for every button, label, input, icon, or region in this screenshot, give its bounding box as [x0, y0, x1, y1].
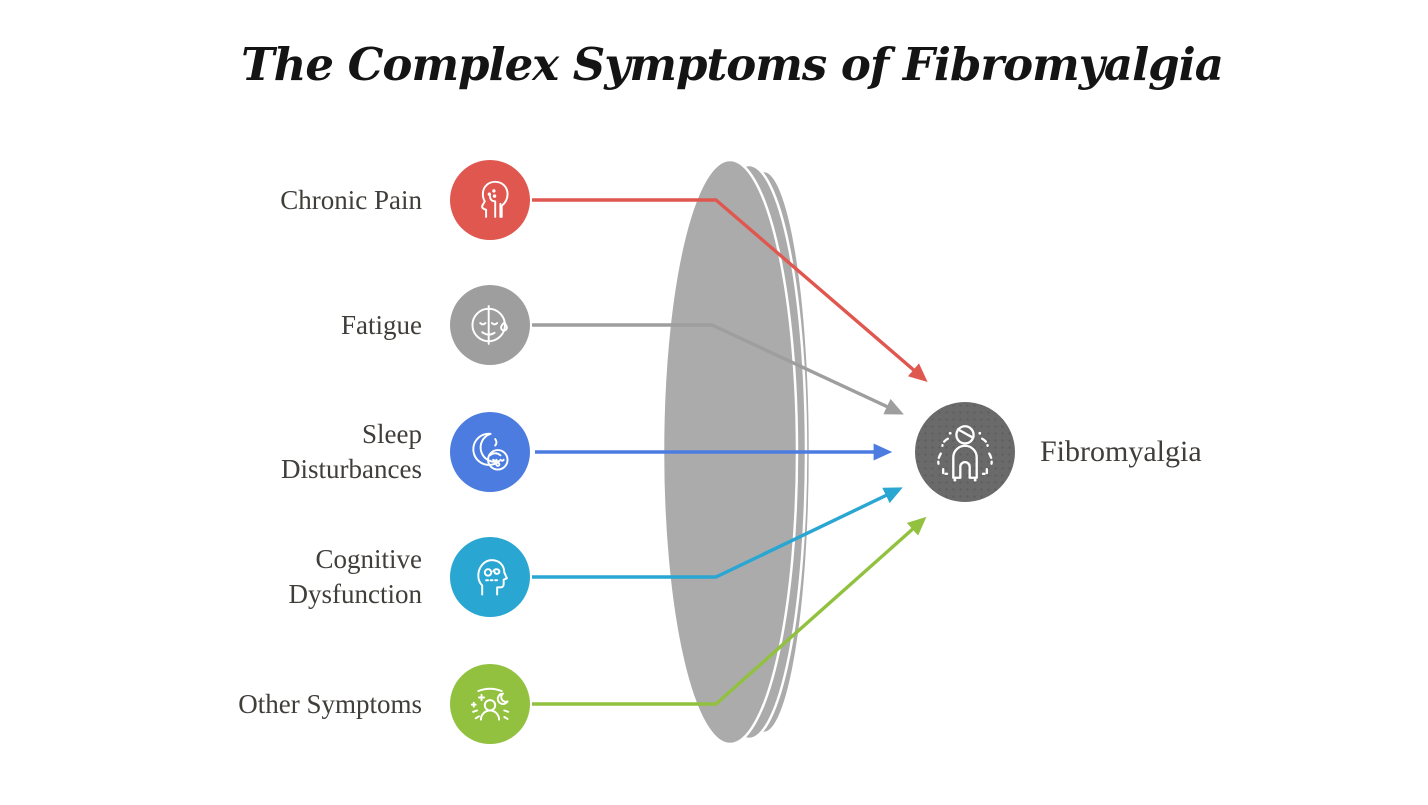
symptom-bubble [450, 537, 530, 617]
symptom-label: Fatigue [341, 309, 422, 340]
tired-face-icon [471, 305, 508, 345]
symptom-label: Sleep Disturbances [281, 419, 422, 484]
page-title: The Complex Symptoms of Fibromyalgia [241, 38, 1224, 91]
patient-icon [937, 425, 993, 482]
symptom-bubble [450, 160, 530, 240]
symptom-row-other-symptoms: Other Symptoms [120, 664, 530, 744]
symptom-label: Cognitive Dysfunction [288, 544, 422, 609]
arrow-fatigue [532, 323, 904, 415]
symptom-bubble [450, 412, 530, 492]
person-sparkles-icon [470, 687, 510, 721]
brain-fog-icon [477, 559, 508, 596]
arrow-cognitive-dysfunction [532, 487, 903, 579]
symptom-row-fatigue: Fatigue [120, 285, 530, 365]
symptom-label: Other Symptoms [238, 688, 422, 719]
symptom-bubble [450, 664, 530, 744]
symptom-row-cognitive-dysfunction: Cognitive Dysfunction [120, 537, 530, 617]
symptom-bubble [450, 285, 530, 365]
arrow-other-symptoms [532, 516, 927, 706]
arrow-chronic-pain [532, 198, 928, 382]
symptom-row-chronic-pain: Chronic Pain [120, 160, 530, 240]
fibromyalgia-node [915, 402, 1015, 502]
fibromyalgia-label: Fibromyalgia [1040, 435, 1202, 468]
symptom-label: Chronic Pain [280, 184, 422, 215]
symptom-row-sleep-disturbances: Sleep Disturbances [120, 412, 530, 492]
head-pain-icon [481, 180, 509, 218]
moon-sleep-icon [472, 432, 509, 471]
